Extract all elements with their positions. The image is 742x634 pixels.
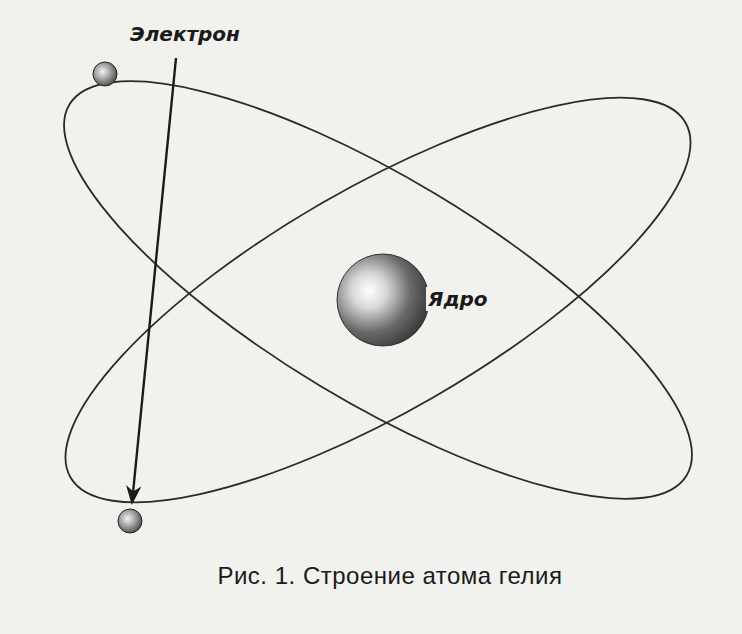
figure-caption-box: Рис. 1. Строение атома гелия	[217, 562, 562, 590]
orbit	[12, 9, 742, 572]
part-label-box: Электрон	[128, 22, 242, 46]
part-label: Электрон	[128, 22, 242, 46]
electron	[118, 509, 142, 533]
figure-caption: Рис. 1. Строение атома гелия	[217, 562, 562, 589]
electron	[93, 62, 117, 86]
orbit	[15, 26, 742, 575]
part-label: Ядро	[426, 287, 490, 311]
nucleus	[337, 254, 429, 346]
part-label-box: Ядро	[426, 287, 490, 311]
leader-arrow	[132, 58, 176, 503]
